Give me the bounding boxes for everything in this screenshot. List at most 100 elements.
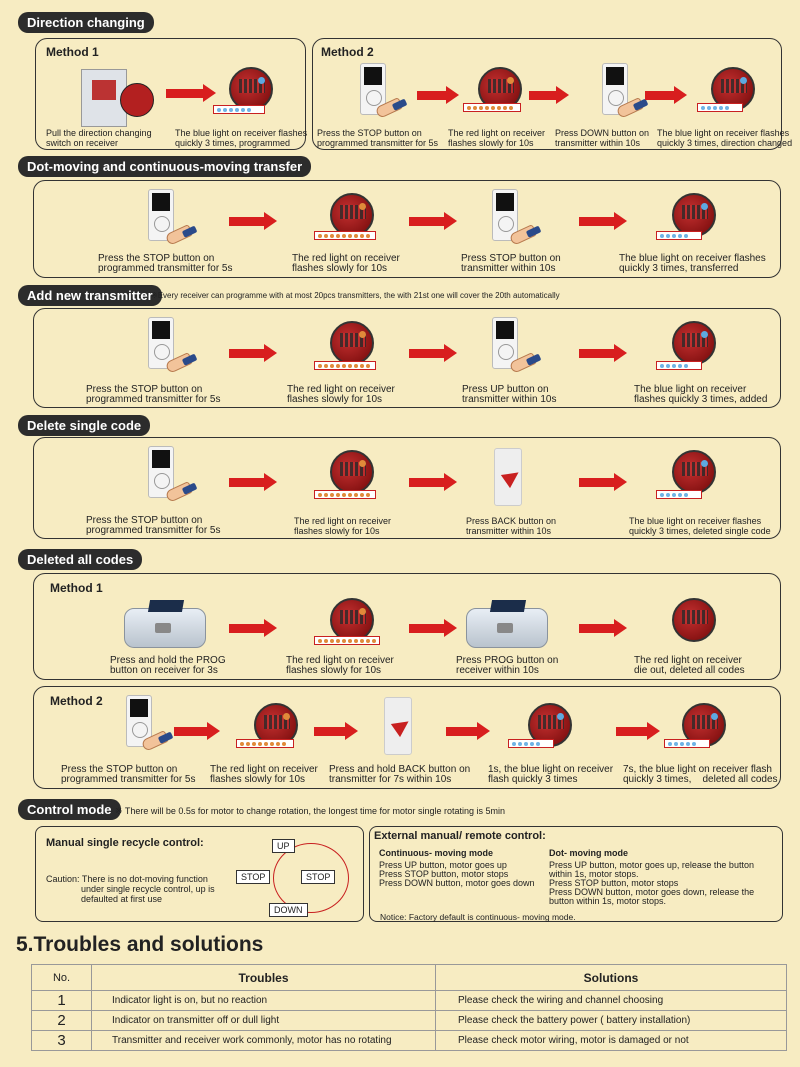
row-trouble: Indicator on transmitter off or dull lig…: [91, 1010, 436, 1031]
table-row: 3 Transmitter and receiver work commonly…: [31, 1030, 787, 1051]
transmitter-back-icon: [384, 697, 412, 755]
table-row: 1 Indicator light is on, but no reaction…: [31, 990, 787, 1011]
direction-method1-panel: Method 1 Pull the direction changing swi…: [35, 38, 307, 150]
step-caption: Press the STOP button on programmed tran…: [98, 253, 233, 274]
method-title: Method 2: [50, 694, 103, 708]
step-caption: Press PROG button on receiver within 10s: [456, 655, 559, 676]
receiver-board-icon: [672, 450, 716, 494]
step-caption: The red light on receiver flashes slowly…: [292, 253, 400, 274]
arrow-icon: [229, 344, 277, 362]
arrow-icon: [409, 212, 457, 230]
continuous-mode-title: Continuous- moving mode: [379, 848, 493, 858]
step-caption: Press DOWN button on transmitter within …: [555, 128, 650, 148]
factory-default-notice: Notice: Factory default is continuous- m…: [380, 912, 576, 922]
arrow-icon: [529, 86, 569, 104]
row-no: 2: [31, 1010, 92, 1031]
row-no: 1: [31, 990, 92, 1011]
step-caption: Press and hold BACK button on transmitte…: [329, 764, 471, 785]
arrow-icon: [409, 344, 457, 362]
step-caption: The blue light on receiver flashes quick…: [634, 384, 768, 405]
receiver-unit-icon: [124, 608, 206, 648]
transmitter-icon: [148, 446, 174, 498]
arrow-icon: [409, 619, 457, 637]
step-caption: The red light on receiver flashes slowly…: [210, 764, 318, 785]
row-solution: Please check the wiring and channel choo…: [435, 990, 787, 1011]
deleted-all-method1-panel: Method 1 Press and hold the PROG button …: [33, 573, 781, 680]
arrow-icon: [229, 212, 277, 230]
arrow-icon: [314, 722, 358, 740]
step-caption: Press the STOP button on programmed tran…: [86, 515, 221, 536]
step-caption: Press the STOP button on programmed tran…: [317, 128, 439, 148]
external-control-box: External manual/ remote control: Continu…: [369, 826, 783, 922]
arrow-icon: [579, 212, 627, 230]
arrow-icon: [645, 86, 687, 104]
add-new-note: ※Every receiver can programme with at mo…: [151, 291, 560, 300]
step-caption: The blue light on receiver flashes quick…: [619, 253, 766, 274]
col-troubles: Troubles: [91, 964, 436, 991]
step-caption: The red light on receiver flashes slowly…: [287, 384, 395, 405]
step-caption: Press the STOP button on programmed tran…: [86, 384, 221, 405]
dot-mode-text: Press UP button, motor goes up, release …: [549, 860, 755, 906]
direction-method2-panel: Method 2 Press the STOP button on progra…: [312, 38, 792, 150]
arrow-icon: [166, 84, 216, 102]
receiver-board-icon: [672, 598, 716, 642]
arrow-icon: [579, 619, 627, 637]
step-caption: The red light on receiver flashes slowly…: [294, 516, 392, 536]
led-strip-icon: [463, 103, 521, 112]
section-deleted-all: Deleted all codes: [18, 549, 143, 570]
led-strip-icon: [656, 361, 702, 370]
cycle-ring-icon: [273, 843, 349, 913]
receiver-board-icon: [672, 193, 716, 237]
led-strip-icon: [664, 739, 710, 748]
step-caption: Press the STOP button on programmed tran…: [61, 764, 196, 785]
led-strip-icon: [508, 739, 554, 748]
external-control-title: External manual/ remote control:: [374, 830, 546, 842]
section-delete-single: Delete single code: [18, 415, 151, 436]
arrow-icon: [229, 619, 277, 637]
receiver-board-icon: [672, 321, 716, 365]
arrow-icon: [174, 722, 220, 740]
step-caption: Pull the direction changing switch on re…: [46, 128, 152, 148]
cycle-stop-right-label: STOP: [301, 870, 336, 884]
step-caption: The blue light on receiver flashes quick…: [629, 516, 771, 536]
led-strip-icon: [656, 231, 702, 240]
led-strip-icon: [656, 490, 702, 499]
led-strip-icon: [213, 105, 265, 114]
col-solutions: Solutions: [435, 964, 787, 991]
arrow-icon: [579, 473, 627, 491]
section-direction-changing: Direction changing: [18, 12, 154, 33]
led-strip-icon: [697, 103, 743, 112]
step-caption: The blue light on receiver flashes quick…: [657, 128, 793, 148]
manual-caution-text: Caution: There is no dot-moving function…: [46, 874, 215, 904]
arrow-icon: [446, 722, 490, 740]
row-trouble: Indicator light is on, but no reaction: [91, 990, 436, 1011]
cycle-up-label: UP: [272, 839, 295, 853]
troubles-table: No. Troubles Solutions 1 Indicator light…: [31, 964, 787, 1051]
row-trouble: Transmitter and receiver work commonly, …: [91, 1030, 436, 1051]
led-strip-icon: [314, 490, 376, 499]
section-control-mode: Control mode: [18, 799, 121, 820]
section-add-new: Add new transmitter: [18, 285, 162, 306]
step-caption: Press STOP button on transmitter within …: [461, 253, 561, 274]
step-caption: The red light on receiver flashes slowly…: [286, 655, 394, 676]
arrow-icon: [417, 86, 459, 104]
arrow-icon: [229, 473, 277, 491]
manual-control-title: Manual single recycle control:: [46, 837, 204, 849]
receiver-detail-icon: [120, 83, 154, 117]
receiver-switch-image: [81, 69, 127, 127]
row-no: 3: [31, 1030, 92, 1051]
step-caption: The red light on receiver die out, delet…: [634, 655, 745, 676]
step-caption: Press UP button on transmitter within 10…: [462, 384, 557, 405]
transmitter-icon: [148, 189, 174, 241]
dot-moving-panel: Press the STOP button on programmed tran…: [33, 180, 781, 278]
add-new-panel: Press the STOP button on programmed tran…: [33, 308, 781, 408]
arrow-icon: [579, 344, 627, 362]
transmitter-back-icon: [494, 448, 522, 506]
continuous-mode-text: Press UP button, motor goes up Press STO…: [379, 860, 535, 888]
method-title: Method 2: [321, 45, 374, 59]
step-caption: 1s, the blue light on receiver flash qui…: [488, 764, 614, 785]
table-row: 2 Indicator on transmitter off or dull l…: [31, 1010, 787, 1031]
cycle-down-label: DOWN: [269, 903, 308, 917]
row-solution: Please check the battery power ( battery…: [435, 1010, 787, 1031]
step-caption: 7s, the blue light on receiver flash qui…: [623, 764, 778, 785]
